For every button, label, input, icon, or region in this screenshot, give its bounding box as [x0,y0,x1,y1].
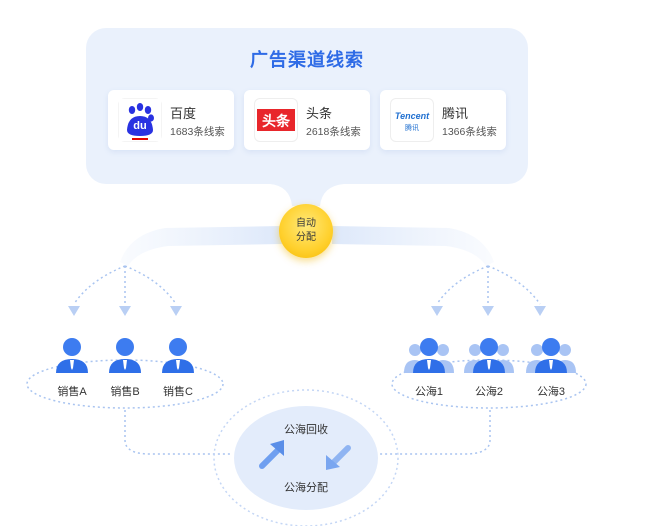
sales-person-icon [105,335,145,375]
public-pool-group-icon [526,335,576,375]
pool-recover-label: 公海回收 [284,424,328,436]
left-arm [120,226,282,266]
sales-label: 销售B [110,386,140,398]
public-pool-group-icon [404,335,454,375]
public-pool-group-icon [464,335,514,375]
pool-label: 公海1 [414,386,444,398]
sales-group-ring [26,359,224,409]
channel-lead-count: 2618条线索 [306,126,361,138]
channel-lead-count: 1366条线索 [442,126,497,138]
assign-arrow-icon [326,445,351,470]
tencent-logo-icon: Tencent 腾讯 [390,98,434,142]
right-arm [332,226,494,266]
cycle-circle [234,406,378,510]
channel-name: 腾讯 [442,106,469,121]
recover-arrow-icon [259,440,284,469]
panel-title: 广告渠道线索 [250,50,364,70]
pool-label: 公海2 [474,386,504,398]
baidu-logo-icon: du [118,98,162,142]
channel-card-baidu: du 百度 1683条线索 [108,90,234,150]
ad-channel-panel: 广告渠道线索 du 百度 1683条线索 头条 [86,28,528,184]
channel-name: 头条 [306,106,333,121]
toutiao-logo-icon: 头条 [254,98,298,142]
sales-label: 销售A [57,386,87,398]
channel-card-tencent: Tencent 腾讯 腾讯 1366条线索 [380,90,506,150]
sales-person-icon [158,335,198,375]
auto-assign-hub: 自动 分配 [279,204,333,258]
channel-lead-count: 1683条线索 [170,126,225,138]
sales-person-icon [52,335,92,375]
pool-assign-label: 公海分配 [284,482,328,494]
pool-label: 公海3 [536,386,566,398]
sales-label: 销售C [163,386,193,398]
channel-card-toutiao: 头条 头条 2618条线索 [244,90,370,150]
channel-name: 百度 [170,106,197,121]
